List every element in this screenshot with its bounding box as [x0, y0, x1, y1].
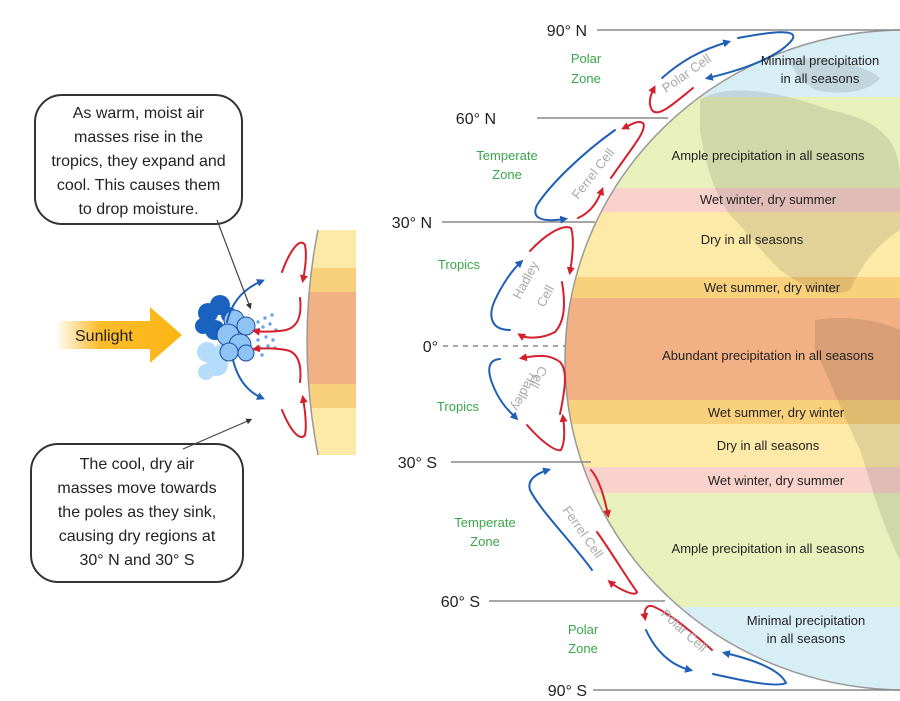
band-wet-winter-n: [565, 188, 900, 212]
ferrel-n-surface-arrow: [534, 129, 616, 224]
ferrel-n-rising-arrow: [577, 187, 604, 219]
callout-line: masses rise in the: [74, 129, 203, 146]
continents: [700, 58, 900, 560]
callout-line: causing dry regions at: [58, 528, 216, 545]
hadley-n-rising-arrow: [490, 259, 524, 331]
lat-label-90s: 90° S: [548, 683, 587, 700]
mini-surface-arrow-s: [251, 344, 302, 383]
polar-s-upper-arrow: [640, 604, 713, 651]
callout-pointer-top: [216, 219, 252, 310]
polar-s-rising-arrow: [712, 650, 788, 686]
band-label-abundant: Abundant precipitation in all seasons: [662, 348, 874, 363]
zone-label-polar-s-1: Polar: [568, 622, 599, 637]
zone-label-temperate-s-2: Zone: [470, 534, 500, 549]
sunlight-label: Sunlight: [75, 328, 133, 345]
lat-label-equator: 0°: [423, 339, 438, 356]
callout-pointer-bottom: [182, 418, 253, 450]
band-label-polar-s: Minimal precipitation: [747, 613, 866, 628]
sunlight-arrow: Sunlight: [55, 307, 182, 363]
south-america-shape: [815, 318, 900, 560]
zone-label-temperate-n-2: Zone: [492, 167, 522, 182]
band-dry-n: [565, 212, 900, 277]
cell-label-hadley-n-2: Cell: [533, 282, 557, 309]
globe-outline: [564, 29, 900, 691]
zone-label-temperate-n-1: Temperate: [476, 148, 537, 163]
cell-label-ferrel-n: Ferrel Cell: [569, 145, 618, 202]
lat-label-90n: 90° N: [547, 23, 587, 40]
band-label-polar-n: Minimal precipitation: [761, 53, 880, 68]
callout-rising-air: As warm, moist air masses rise in the tr…: [34, 94, 243, 225]
hadley-n-surface-arrow: [517, 281, 566, 341]
zone-label-temperate-s-1: Temperate: [454, 515, 515, 530]
band-label-wet-winter-n: Wet winter, dry summer: [700, 192, 837, 207]
band-label-ample-s: Ample precipitation in all seasons: [672, 541, 865, 556]
mini-globe: [307, 230, 356, 455]
hadley-s-surface-arrow: [518, 353, 566, 415]
zone-label-tropics-s: Tropics: [437, 399, 480, 414]
cell-label-ferrel-s: Ferrel Cell: [560, 503, 607, 561]
mini-surface-arrow-n: [251, 297, 302, 336]
band-abundant: [565, 298, 900, 400]
callout-sinking-air: The cool, dry air masses move towards th…: [30, 443, 244, 583]
polar-n-upper-arrow: [661, 39, 732, 79]
mini-rising-arrow-s: [232, 359, 265, 400]
mini-circulation: [226, 241, 308, 438]
cloud-icon: [195, 295, 256, 380]
band-label-wet-summer-n: Wet summer, dry winter: [704, 280, 841, 295]
latitude-lines: [442, 29, 900, 691]
ferrel-s-surface-arrow: [596, 531, 639, 595]
polar-s-surface-arrow: [645, 629, 694, 673]
band-wet-winter-s: [565, 467, 900, 493]
greenland-shape: [790, 58, 880, 93]
band-wet-summer-n: [565, 277, 900, 298]
mini-globe-edge: [306, 229, 319, 456]
ferrel-s-rising-arrow: [528, 467, 593, 571]
lat-label-30n: 30° N: [392, 215, 432, 232]
mini-sinking-arrow-s: [281, 394, 308, 438]
zone-label-tropics-n: Tropics: [438, 257, 481, 272]
lat-label-30s: 30° S: [398, 455, 437, 472]
band-dry-s: [565, 424, 900, 467]
ferrel-s-sinking-arrow: [590, 469, 611, 519]
hadley-s-sinking-arrow: [488, 358, 519, 421]
band-label-polar-n: in all seasons: [781, 71, 860, 86]
sun-arrow-icon: [55, 307, 182, 363]
zone-label-polar-s-2: Zone: [568, 641, 598, 656]
band-label-wet-summer-s: Wet summer, dry winter: [708, 405, 845, 420]
lat-label-60n: 60° N: [456, 111, 496, 128]
callout-line: to drop moisture.: [78, 201, 199, 218]
callout-line: The cool, dry air: [79, 456, 195, 473]
callout-line: 30° N and 30° S: [79, 552, 195, 569]
hadley-s-rising-arrow: [526, 413, 568, 452]
mini-rising-arrow-n: [226, 279, 265, 323]
band-label-dry-n: Dry in all seasons: [701, 232, 804, 247]
zone-label-polar-n-1: Polar: [571, 51, 602, 66]
polar-n-return-arrow: [704, 31, 795, 81]
callout-line: masses move towards: [57, 480, 217, 497]
hadley-cell-south: Hadley Cell: [488, 353, 568, 452]
mini-sinking-arrow-n: [281, 241, 308, 284]
band-label-wet-winter-s: Wet winter, dry summer: [708, 473, 845, 488]
callout-line: the poles as they sink,: [57, 504, 217, 521]
hadley-n-sinking-arrow: [529, 226, 575, 276]
band-label-ample-n: Ample precipitation in all seasons: [672, 148, 865, 163]
callout-line: cool. This causes them: [56, 177, 221, 194]
zone-label-polar-n-2: Zone: [571, 71, 601, 86]
polar-n-rising-arrow: [648, 85, 694, 114]
band-label-polar-s: in all seasons: [767, 631, 846, 646]
band-label-dry-s: Dry in all seasons: [717, 438, 820, 453]
rain-drops: [254, 313, 278, 357]
hadley-cell-north: Hadley Cell: [490, 226, 575, 341]
callout-line: As warm, moist air: [72, 105, 205, 122]
callout-line: tropics, they expand and: [51, 153, 226, 170]
band-wet-summer-s: [565, 400, 900, 424]
lat-label-60s: 60° S: [441, 594, 480, 611]
ferrel-n-upper-arrow: [610, 120, 645, 179]
north-america-shape: [700, 90, 900, 294]
